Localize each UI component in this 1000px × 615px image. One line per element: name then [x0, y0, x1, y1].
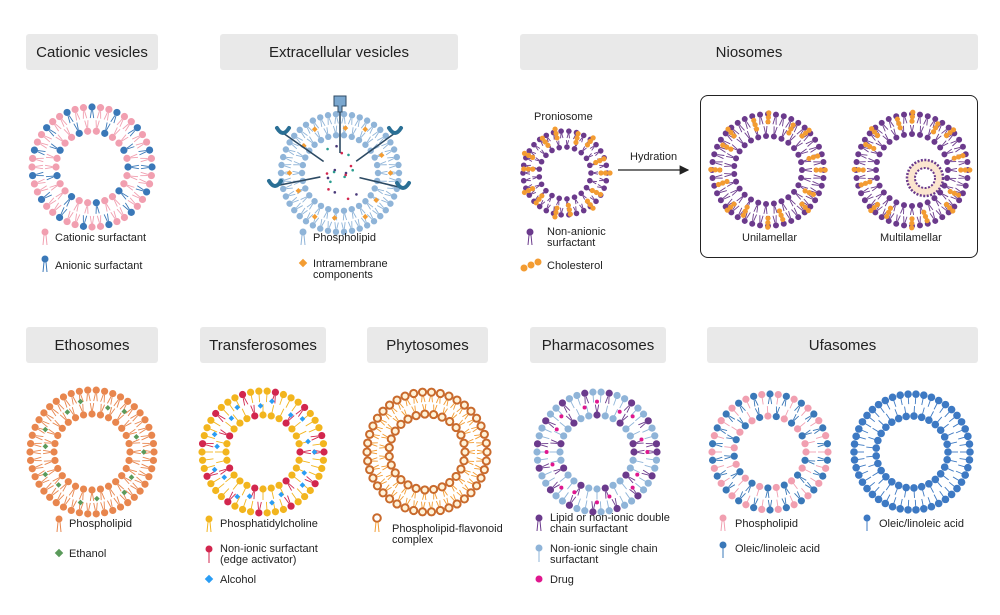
legend-cationic: Cationic surfactant Anionic surfactant	[41, 228, 146, 273]
anionic-surfactant-icon	[41, 255, 49, 273]
legend-cationic-surfactant: Cationic surfactant	[55, 232, 146, 244]
title-ethosomes: Ethosomes	[26, 327, 158, 363]
proniosome	[520, 126, 613, 220]
legend-ufa-oleic-a: Oleic/linoleic acid	[735, 543, 820, 555]
phospholipid-icon	[299, 228, 307, 246]
legend-alcohol: Alcohol	[220, 574, 256, 586]
transferosome	[198, 387, 328, 517]
legend-ethanol: Ethanol	[69, 548, 106, 560]
legend-ufa-oleic-b: Oleic/linoleic acid	[879, 518, 964, 530]
multilamellar-niosome	[851, 109, 973, 231]
title-niosomes: Niosomes	[520, 34, 978, 70]
ethosome-phospholipid-icon	[55, 515, 63, 533]
cationic-vesicle	[28, 103, 156, 231]
cationic-surfactant-icon	[41, 228, 49, 246]
ufasome-mixed	[708, 390, 832, 514]
legend-intramembrane: Intramembrane components	[313, 258, 391, 281]
pharmacosome	[533, 388, 661, 516]
alcohol-icon	[204, 574, 214, 584]
extracellular-vesicle	[267, 95, 411, 236]
unilamellar-niosome	[708, 110, 828, 230]
multilamellar-label: Multilamellar	[880, 232, 942, 244]
non-anionic-surfactant-icon	[526, 228, 534, 246]
phytosome	[362, 387, 492, 517]
legend-phosphatidylcholine: Phosphatidylcholine	[220, 518, 318, 530]
legend-ethosomes: Phospholipid Ethanol	[54, 515, 132, 560]
title-extracellular-vesicles: Extracellular vesicles	[220, 34, 458, 70]
legend-ev-phospholipid: Phospholipid	[313, 232, 376, 244]
legend-intramembrane-text: Intramembrane	[313, 258, 388, 270]
drug-icon	[535, 575, 543, 583]
edge-activator-icon	[205, 545, 213, 563]
title-phytosomes: Phytosomes	[367, 327, 488, 363]
legend-ufasomes: Phospholipid Oleic/linoleic acid Oleic/l…	[719, 514, 964, 558]
oleic-acid-icon	[719, 541, 727, 558]
legend-cholesterol: Cholesterol	[547, 260, 603, 272]
title-cationic-vesicles: Cationic vesicles	[26, 34, 158, 70]
flavonoid-complex-icon	[372, 513, 382, 533]
hydration-label: Hydration	[630, 151, 677, 163]
title-transferosomes: Transferosomes	[200, 327, 326, 363]
oleic-acid-icon-b	[863, 514, 871, 531]
ufasome-oleic	[850, 390, 974, 514]
legend-etho-phospholipid: Phospholipid	[69, 518, 132, 530]
legend-ufa-phospholipid: Phospholipid	[735, 518, 798, 530]
legend-extracellular: Phospholipid Intramembrane components	[298, 228, 391, 281]
title-pharmacosomes: Pharmacosomes	[530, 327, 666, 363]
legend-edge-activator: Non-ionic surfactant(edge activator)	[220, 543, 318, 566]
legend-drug: Drug	[550, 574, 574, 586]
phosphatidylcholine-icon	[205, 515, 213, 533]
proniosome-label: Proniosome	[534, 111, 593, 123]
ethosome	[26, 386, 158, 518]
cholesterol-icon	[520, 258, 542, 272]
legend-anionic-surfactant: Anionic surfactant	[55, 260, 142, 272]
unilamellar-label: Unilamellar	[742, 232, 797, 244]
title-ufasomes: Ufasomes	[707, 327, 978, 363]
ufasome-phospholipid-icon	[719, 514, 727, 532]
double-chain-surfactant-icon	[535, 514, 543, 532]
ethanol-icon	[54, 548, 64, 558]
single-chain-surfactant-icon	[535, 544, 543, 562]
intramembrane-icon	[298, 258, 308, 268]
legend-transferosomes: Phosphatidylcholine Non-ionic surfactant…	[204, 515, 318, 586]
hydrated-niosomes-frame	[700, 95, 978, 258]
